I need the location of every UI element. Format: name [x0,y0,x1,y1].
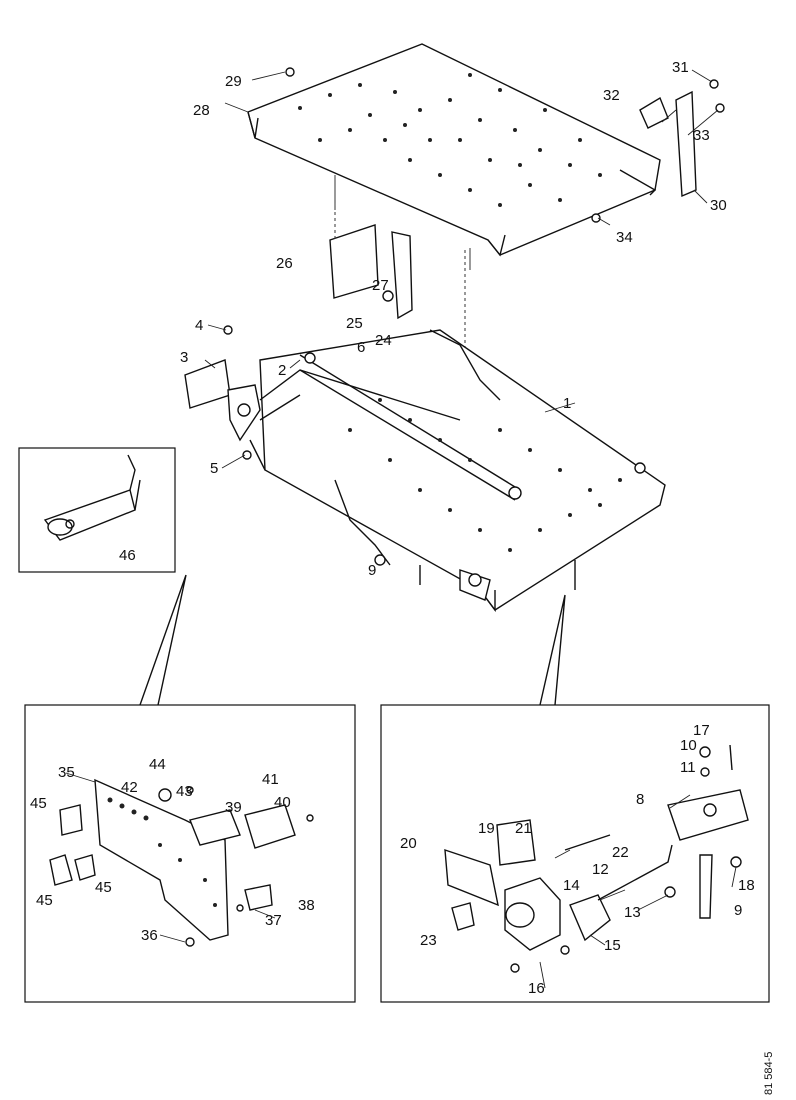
label-13: 13 [624,904,641,921]
label-34: 34 [616,229,633,246]
bracket-3 [184,325,261,460]
label-17: 17 [693,722,710,739]
label-11: 11 [680,759,696,776]
label-40: 40 [274,794,291,811]
left-assembly [49,778,314,947]
label-3: 3 [180,349,188,366]
latch-46 [43,454,141,541]
right-assembly [444,744,749,973]
drawing-reference-number: 81 584-5 [763,1052,775,1095]
label-24: 24 [375,332,392,349]
label-30: 30 [710,197,727,214]
label-1: 1 [563,395,571,412]
label-10: 10 [680,737,697,754]
label-22: 22 [612,844,629,861]
label-18: 18 [738,877,755,894]
leader-lines [65,69,737,989]
label-35: 35 [58,764,75,781]
pointer-left [139,574,187,706]
label-39: 39 [225,799,242,816]
label-45-bottom: 45 [36,892,53,909]
label-28: 28 [193,102,210,119]
detail-box-46 [18,447,176,573]
label-2: 2 [278,362,286,379]
label-23: 23 [420,932,437,949]
label-6: 6 [357,339,365,356]
label-15: 15 [604,937,621,954]
label-41: 41 [262,771,279,788]
label-32: 32 [603,87,620,104]
detail-box-left [24,704,356,1003]
label-12: 12 [592,861,609,878]
label-9-top: 9 [368,562,376,579]
label-16: 16 [528,980,545,997]
label-5: 5 [210,460,218,477]
label-25: 25 [346,315,363,332]
label-19: 19 [478,820,495,837]
hinge-30 [285,67,725,223]
top-plate-28 [247,43,661,270]
label-46: 46 [119,547,136,564]
label-37: 37 [265,912,282,929]
label-21: 21 [515,820,532,837]
bracket-26 [329,200,466,525]
label-44: 44 [149,756,166,773]
label-20: 20 [400,835,417,852]
label-8: 8 [636,791,644,808]
label-38: 38 [298,897,315,914]
label-42: 42 [121,779,138,796]
label-36: 36 [141,927,158,944]
label-43: 43 [176,783,193,800]
label-9-bottom: 9 [734,902,742,919]
label-26: 26 [276,255,293,272]
part-labels: 1 2 3 4 5 6 8 9 9 10 11 12 13 14 15 16 1… [30,59,755,997]
label-31: 31 [672,59,689,76]
label-33: 33 [693,127,710,144]
pointer-right [539,594,566,706]
label-45-middle: 45 [95,879,112,896]
label-14: 14 [563,877,580,894]
label-4: 4 [195,317,203,334]
main-frame-1 [249,329,666,613]
detail-box-right [380,704,770,1003]
label-45-top: 45 [30,795,47,812]
label-27: 27 [372,277,389,294]
label-29: 29 [225,73,242,90]
